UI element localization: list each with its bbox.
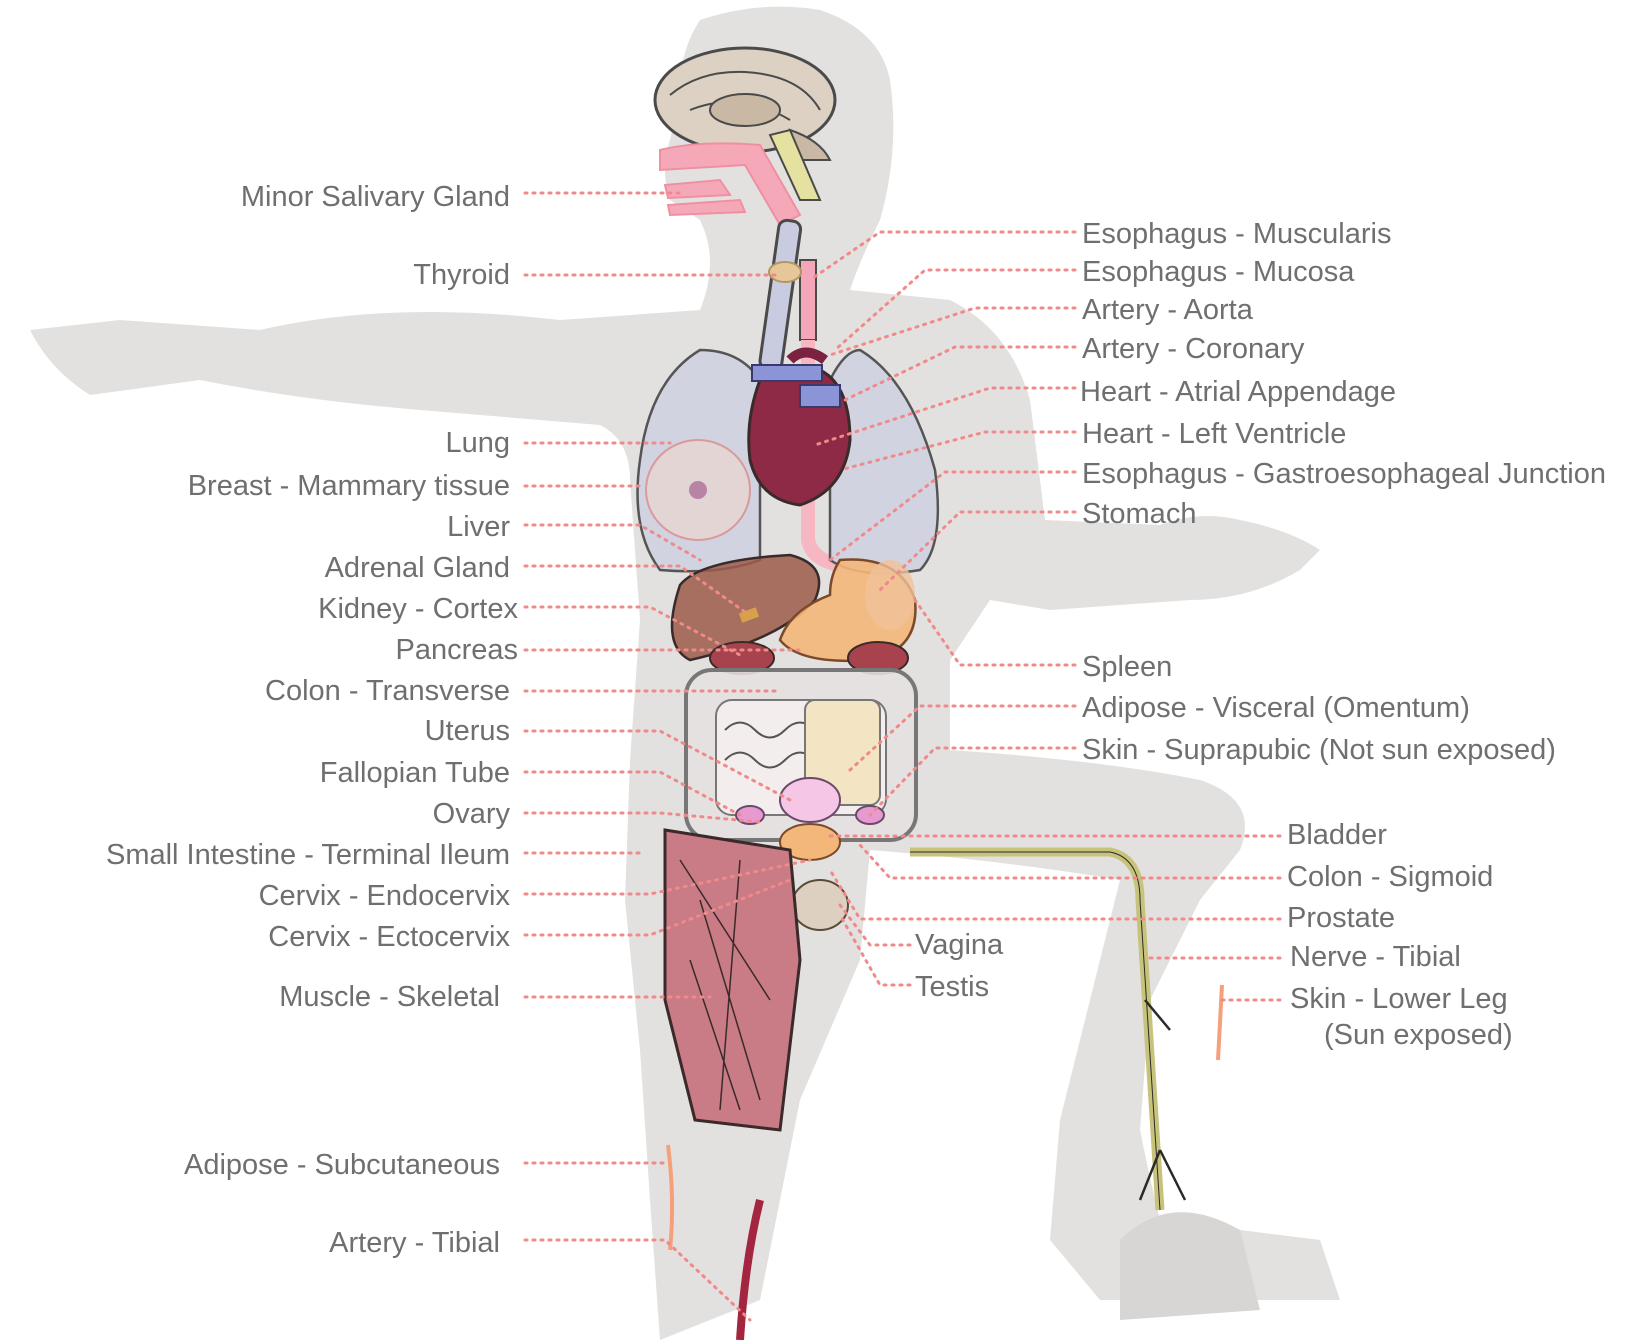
label-liver: Liver — [447, 511, 510, 543]
label-testis: Testis — [915, 971, 990, 1003]
stomach-illustration — [778, 558, 917, 663]
label-esophagus-mucosa: Esophagus - Mucosa — [1082, 256, 1355, 288]
label-cervix-ectocervix: Cervix - Ectocervix — [268, 921, 510, 953]
label-colon-transverse: Colon - Transverse — [265, 675, 510, 707]
label-nerve-tibial: Nerve - Tibial — [1290, 941, 1461, 973]
label-vagina: Vagina — [915, 929, 1004, 961]
adipose-strip — [666, 1144, 675, 1251]
label-stomach: Stomach — [1082, 498, 1197, 530]
label-lung: Lung — [445, 427, 510, 459]
label-muscle-skeletal: Muscle - Skeletal — [279, 981, 500, 1013]
muscle-illustration — [663, 828, 802, 1132]
label-kidney-cortex: Kidney - Cortex — [318, 593, 518, 625]
body-silhouette — [30, 6, 1340, 1340]
heart-illustration — [747, 347, 852, 507]
label-cervix-endocervix: Cervix - Endocervix — [258, 880, 510, 912]
label-artery-aorta: Artery - Aorta — [1082, 294, 1253, 326]
label-adipose-visceral: Adipose - Visceral (Omentum) — [1082, 692, 1470, 724]
artery-illustration — [736, 1199, 764, 1340]
trachea-illustration — [758, 218, 842, 572]
uterus-illustration — [735, 777, 885, 931]
label-ovary: Ovary — [432, 798, 510, 830]
label-artery-coronary: Artery - Coronary — [1082, 333, 1305, 365]
label-esophagus-gej: Esophagus - Gastroesophageal Junction — [1082, 458, 1606, 490]
skin-lower-leg-strip — [1216, 984, 1224, 1061]
label-heart-atrial-appendage: Heart - Atrial Appendage — [1080, 376, 1396, 408]
label-colon-sigmoid: Colon - Sigmoid — [1287, 861, 1494, 893]
label-uterus: Uterus — [424, 715, 510, 747]
label-adipose-subcutaneous: Adipose - Subcutaneous — [184, 1149, 500, 1181]
label-skin-lower-leg-sub: (Sun exposed) — [1324, 1019, 1513, 1051]
label-adrenal-gland: Adrenal Gland — [324, 552, 510, 584]
label-thyroid: Thyroid — [413, 259, 510, 291]
label-breast: Breast - Mammary tissue — [187, 470, 510, 502]
label-bladder: Bladder — [1287, 819, 1387, 851]
label-skin-lower-leg: Skin - Lower Leg — [1290, 983, 1508, 1015]
label-spleen: Spleen — [1082, 651, 1173, 683]
label-small-intestine: Small Intestine - Terminal Ileum — [105, 839, 510, 871]
label-skin-suprapubic: Skin - Suprapubic (Not sun exposed) — [1082, 734, 1556, 766]
nerve-illustration — [910, 847, 1187, 1211]
leader-lines — [523, 191, 1282, 1322]
label-artery-tibial: Artery - Tibial — [329, 1227, 500, 1259]
label-minor-salivary-gland: Minor Salivary Gland — [240, 181, 510, 213]
label-prostate: Prostate — [1287, 902, 1395, 934]
label-esophagus-muscularis: Esophagus - Muscularis — [1082, 218, 1392, 250]
breast-illustration — [645, 439, 751, 541]
label-fallopian-tube: Fallopian Tube — [319, 757, 510, 789]
intestines-illustration — [684, 668, 918, 842]
label-pancreas: Pancreas — [395, 634, 518, 666]
label-heart-left-ventricle: Heart - Left Ventricle — [1082, 418, 1347, 450]
